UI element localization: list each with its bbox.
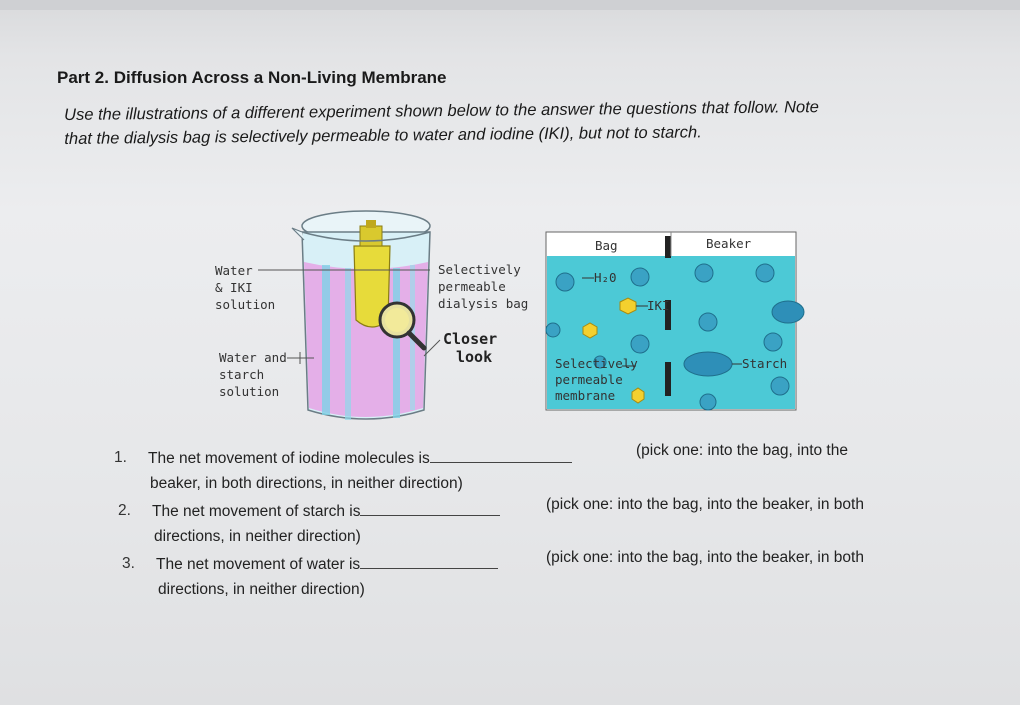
- label-membrane-2: permeable: [555, 372, 623, 387]
- question-3-number: 3.: [122, 555, 135, 572]
- label-beaker: Beaker: [706, 236, 752, 251]
- label-starch: Starch: [742, 356, 787, 371]
- question-2-blank[interactable]: [360, 501, 501, 516]
- beaker-illustration: [258, 210, 441, 420]
- question-1-line-1: The net movement of iodine molecules is: [148, 450, 430, 467]
- label-selectively-2: permeable: [438, 279, 506, 294]
- question-3-options: (pick one: into the bag, into the beaker…: [546, 549, 864, 566]
- closer-look-panel: [545, 231, 805, 411]
- label-membrane-3: membrane: [555, 388, 615, 403]
- question-2-options: (pick one: into the bag, into the beaker…: [546, 496, 864, 513]
- label-look: look: [456, 348, 492, 366]
- label-water-starch-2: starch: [219, 367, 264, 382]
- label-membrane-1: Selectively: [555, 356, 638, 371]
- question-1-number: 1.: [114, 449, 127, 466]
- question-2-line-1: The net movement of starch is: [152, 503, 361, 520]
- question-1-text: The net movement of iodine molecules is: [148, 448, 572, 468]
- question-1-blank[interactable]: [429, 448, 572, 463]
- question-3-line-1: The net movement of water is: [156, 556, 361, 573]
- label-bag: Bag: [595, 238, 618, 253]
- label-h2o: H₂0: [594, 270, 617, 285]
- label-water-iki-3: solution: [215, 297, 275, 312]
- question-3-text: The net movement of water is: [156, 554, 499, 574]
- label-selectively-3: dialysis bag: [438, 296, 528, 311]
- question-2-text: The net movement of starch is: [152, 501, 501, 521]
- label-iki: IKI: [647, 298, 670, 313]
- question-1-options: (pick one: into the bag, into the: [636, 442, 848, 459]
- label-water-iki-2: & IKI: [215, 280, 253, 295]
- section-heading: Part 2. Diffusion Across a Non-Living Me…: [57, 68, 447, 87]
- question-3-blank[interactable]: [360, 554, 499, 569]
- top-edge: [0, 0, 1020, 10]
- label-closer: Closer: [443, 330, 497, 348]
- label-selectively-1: Selectively: [438, 262, 521, 277]
- question-2-line-2: directions, in neither direction): [154, 528, 361, 545]
- question-3-line-2: directions, in neither direction): [158, 581, 365, 598]
- question-1-line-2: beaker, in both directions, in neither d…: [150, 475, 463, 492]
- label-water-starch-3: solution: [219, 384, 279, 399]
- label-water-iki-1: Water: [215, 263, 253, 278]
- question-2-number: 2.: [118, 502, 131, 519]
- label-water-starch-1: Water and: [219, 350, 287, 365]
